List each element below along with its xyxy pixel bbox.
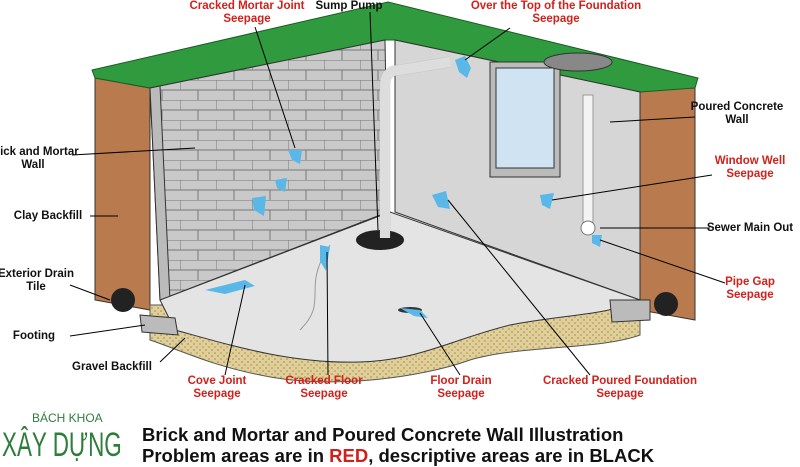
label-line: Exterior Drain [0, 268, 75, 280]
label-line: Seepage [223, 13, 271, 25]
label-line: Over the Top of the Foundation [470, 0, 642, 12]
label-line: Cracked Mortar Joint [189, 0, 305, 12]
sump-pipe [380, 57, 451, 238]
label-line: Seepage [596, 388, 644, 400]
caption-line-1: Brick and Mortar and Poured Concrete Wal… [142, 424, 624, 445]
sewer-cleanout [580, 220, 596, 236]
label-line: Window Well [714, 155, 786, 167]
water-seepage [205, 56, 602, 318]
label-line: Seepage [300, 388, 348, 400]
sump-pipe-shadow [379, 56, 451, 238]
label-clay-backfill: Clay Backfill [13, 210, 83, 222]
label-sump-pump: Sump Pump [315, 0, 383, 12]
label-line: Cracked Floor [285, 375, 363, 387]
sewer-pipe [582, 94, 594, 226]
label-line: Wall [725, 114, 749, 126]
label-line: Floor Drain [430, 375, 492, 387]
logo-wordmark: XÂY DỰNG [2, 426, 122, 464]
label-footing: Footing [12, 330, 56, 342]
caption-red-word: RED [329, 445, 369, 466]
label-line: Seepage [437, 388, 485, 400]
label-line: Seepage [726, 168, 774, 180]
label-line: Cracked Poured Foundation [543, 375, 697, 387]
footing-left [139, 314, 179, 336]
clay-backfill-left [94, 77, 151, 311]
window [495, 67, 555, 169]
label-line: Wall [21, 159, 45, 171]
caption: Brick and Mortar and Poured Concrete Wal… [142, 424, 654, 466]
label-line: Seepage [726, 289, 774, 301]
caption-text: , descriptive areas are in BLACK [368, 445, 655, 466]
drain-tile-right [654, 292, 678, 316]
label-line: Pipe Gap [725, 276, 775, 288]
label-line: Seepage [532, 13, 580, 25]
label-line: Seepage [193, 388, 241, 400]
label-line: Brick and Mortar [0, 146, 79, 158]
label-line: Cove Joint [187, 375, 247, 387]
drain-tile-left [111, 288, 135, 312]
caption-text: Problem areas are in [142, 445, 330, 466]
footing-right [609, 299, 651, 323]
logo-subtitle: BÁCH KHOA [32, 411, 103, 425]
leader-lines [69, 11, 726, 376]
label-line: Poured Concrete [690, 101, 784, 113]
caption-line-2: Problem areas are in RED, descriptive ar… [142, 445, 654, 466]
label-sewer-main-out: Sewer Main Out [706, 222, 794, 234]
window-well [543, 52, 613, 72]
sump-pit [356, 230, 404, 250]
label-gravel-backfill: Gravel Backfill [72, 361, 152, 373]
floor [159, 211, 642, 363]
label-line: Tile [26, 281, 46, 293]
